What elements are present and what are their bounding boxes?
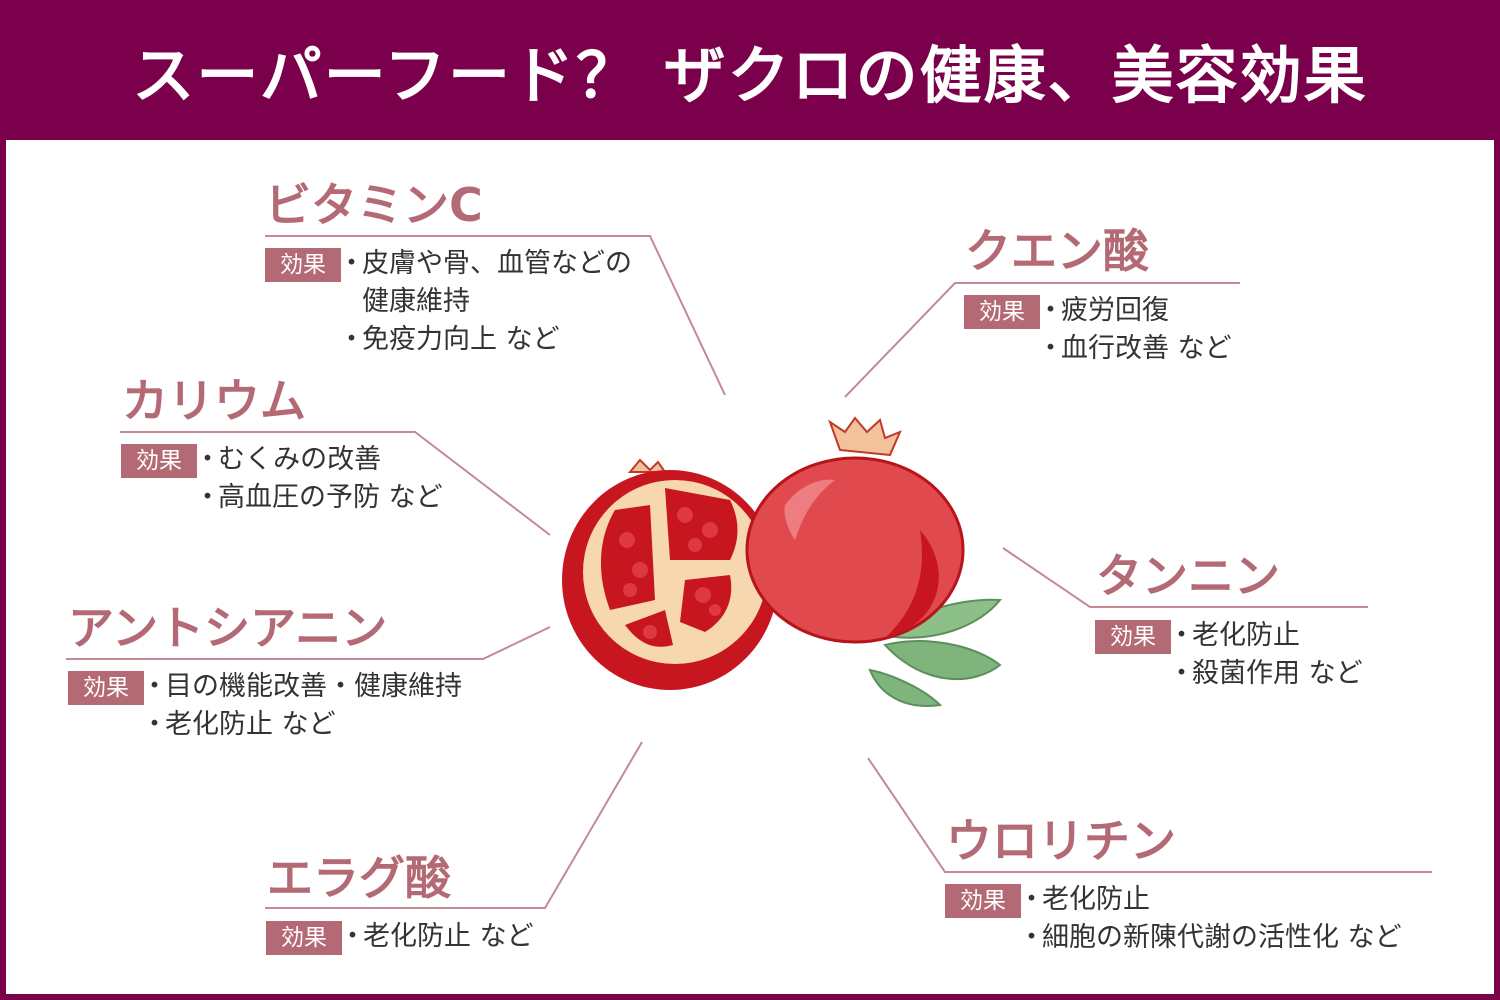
effect-badge: 効果 [68, 671, 144, 705]
effect-badge: 効果 [121, 444, 197, 478]
effect-list: 老化防止 殺菌作用 など [1168, 617, 1363, 693]
leaf-icon [868, 598, 1002, 707]
effect-item: むくみの改善 [194, 441, 443, 479]
effect-list: 疲労回復 血行改善 など [1037, 292, 1232, 368]
cut-pomegranate-icon [562, 458, 778, 690]
effect-list: 老化防止 細胞の新陳代謝の活性化 など [1018, 881, 1402, 957]
effect-list: 目の機能改善・健康維持 老化防止 など [141, 668, 462, 744]
effect-item: 老化防止 など [339, 918, 534, 956]
nutrient-name: ビタミンC [265, 178, 483, 232]
effect-list: むくみの改善 高血圧の予防 など [194, 441, 443, 517]
effect-badge: 効果 [945, 884, 1021, 918]
effect-item: 高血圧の予防 など [194, 479, 443, 517]
nutrient-name: カリウム [122, 374, 306, 428]
nutrient-name: タンニン [1096, 549, 1280, 603]
nutrient-name: ウロリチン [946, 814, 1176, 868]
effect-item: 老化防止 [1018, 881, 1402, 919]
effect-item: 老化防止 など [141, 706, 462, 744]
page-title: スーパーフード？ ザクロの健康、美容効果 [132, 39, 1368, 112]
effect-item: 免疫力向上 など [338, 321, 632, 359]
effect-item: 細胞の新陳代謝の活性化 など [1018, 919, 1402, 957]
nutrient-name: アントシアニン [68, 601, 388, 655]
nutrient-name: クエン酸 [965, 224, 1149, 278]
effect-badge: 効果 [1095, 620, 1171, 654]
whole-pomegranate-icon [745, 416, 965, 644]
effect-list: 皮膚や骨、血管などの 健康維持 免疫力向上 など [338, 245, 632, 359]
effect-item: 皮膚や骨、血管などの [338, 245, 632, 283]
effect-item: 血行改善 など [1037, 330, 1232, 368]
effect-badge: 効果 [964, 295, 1040, 329]
effect-item: 健康維持 [362, 286, 470, 317]
effect-item: 疲労回復 [1037, 292, 1232, 330]
effect-item: 老化防止 [1168, 617, 1363, 655]
effect-badge: 効果 [266, 921, 342, 955]
effect-item: 目の機能改善・健康維持 [141, 668, 462, 706]
effect-item: 殺菌作用 など [1168, 655, 1363, 693]
effect-list: 老化防止 など [339, 918, 534, 956]
nutrient-name: エラグ酸 [267, 851, 451, 905]
pomegranate-illustration [562, 416, 1002, 707]
effect-badge: 効果 [265, 248, 341, 282]
